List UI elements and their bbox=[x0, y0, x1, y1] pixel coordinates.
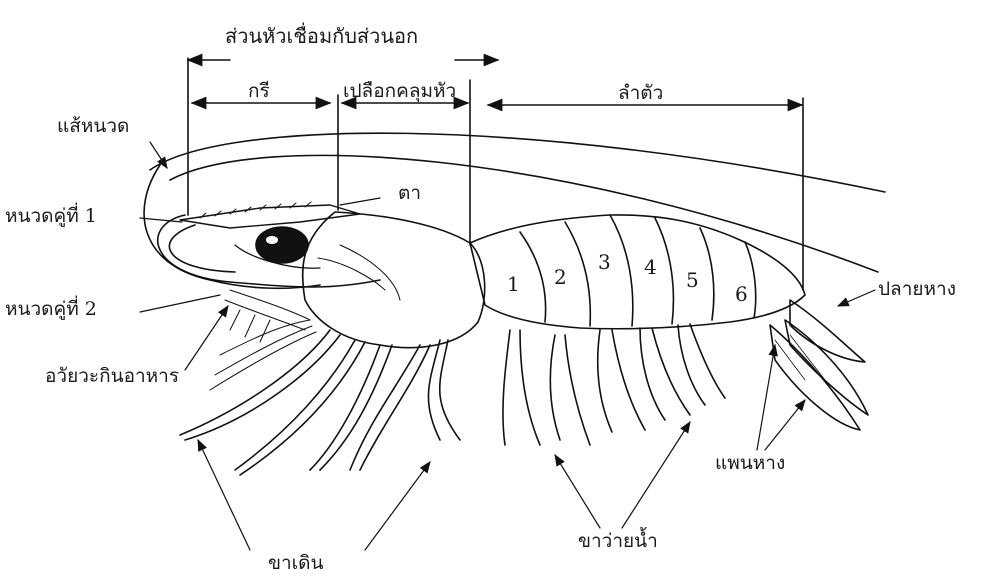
segment-number: 5 bbox=[686, 268, 699, 292]
walking-legs-shape bbox=[180, 330, 460, 475]
segment-number: 3 bbox=[598, 250, 611, 274]
label-antennule: หนวดคู่ที่ 1 bbox=[5, 205, 97, 227]
label-antenna: หนวดคู่ที่ 2 bbox=[5, 298, 97, 320]
label-walking-legs: ขาเดิน bbox=[268, 552, 323, 574]
label-carapace: เปลือกคลุมหัว bbox=[343, 80, 456, 102]
eye-shape bbox=[256, 227, 308, 263]
abdomen-shape bbox=[470, 215, 805, 329]
tail-fan-shape bbox=[770, 300, 868, 430]
label-mouthparts: อวัยวะกินอาหาร bbox=[45, 365, 179, 387]
label-uropods: แพนหาง bbox=[715, 452, 785, 474]
rostrum-shape bbox=[180, 205, 360, 228]
label-eye: ตา bbox=[398, 182, 421, 204]
segment-number: 4 bbox=[644, 255, 657, 279]
carapace-shape bbox=[303, 212, 485, 348]
mouthparts-shape bbox=[210, 290, 316, 390]
segment-number: 6 bbox=[735, 282, 748, 306]
antenna-whips bbox=[144, 133, 885, 288]
label-swimmerets: ขาว่ายน้ำ bbox=[578, 530, 658, 552]
label-telson: ปลายหาง bbox=[878, 278, 956, 300]
segment-number: 2 bbox=[554, 265, 567, 289]
segment-number: 1 bbox=[507, 272, 520, 296]
label-antenna-whip: แส้หนวด bbox=[57, 115, 129, 137]
label-head-thorax: ส่วนหัวเชื่อมกับส่วนอก bbox=[225, 25, 418, 47]
label-body: ลำตัว bbox=[618, 82, 663, 104]
rostrum-teeth bbox=[200, 202, 311, 218]
swimmerets-shape bbox=[503, 324, 725, 445]
label-rostrum: กรี bbox=[248, 80, 270, 102]
